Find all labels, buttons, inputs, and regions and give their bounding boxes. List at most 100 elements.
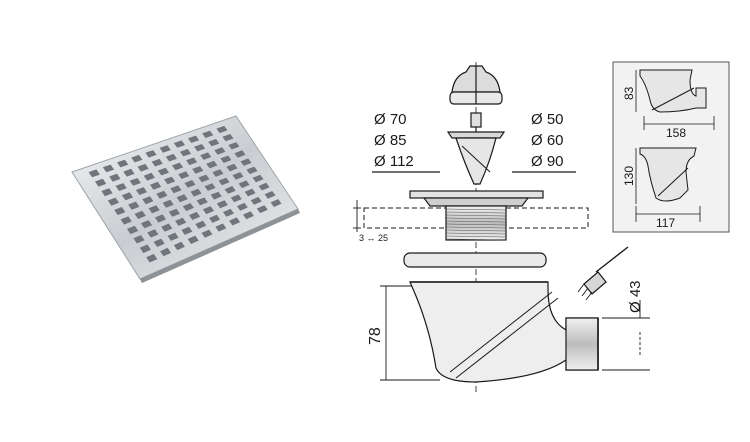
grate-hole [145,150,157,158]
grate-hole [196,197,208,206]
grate-hole [165,153,177,162]
drain-flange [409,190,544,241]
grate-hole [190,188,202,197]
grate-hole [230,194,242,203]
floor-dimension [353,200,361,232]
drain-section [353,62,650,392]
grate-hole [222,134,234,142]
grate-hole [173,241,185,251]
grate-hole [137,163,149,172]
right-diameter-3: Ø 90 [531,153,564,170]
grate-hole [240,158,252,166]
grate-hole [139,244,151,253]
grate-hole [212,169,224,177]
grate-hole [167,232,179,241]
thread-line [445,217,507,220]
grate-hole [134,210,146,219]
grate-hole [182,203,194,212]
right-diameter-2: Ø 60 [531,132,564,149]
grate-hole [228,142,240,150]
grate-hole [204,183,216,191]
grate-hole [176,194,188,203]
outlet-diameter-label: Ø 43 [627,280,644,313]
grate-hole [218,177,230,186]
height-dimension [380,285,440,381]
grate-hole [121,192,134,201]
thread-line [445,235,507,238]
grate-hole [189,211,201,220]
grate-hole [170,185,182,194]
grate-hole [115,183,127,191]
thread-line [445,214,507,217]
grate-hole [220,155,232,163]
trap-body [409,281,599,383]
bell-trap [446,112,506,185]
grate-hole [146,253,158,263]
grate-hole [216,125,228,134]
grate-hole [188,135,200,143]
grate-hole [258,182,270,191]
grate-hole [232,172,244,180]
grate-hole [270,199,282,207]
grate-hole [202,130,214,138]
grate-hole [131,154,143,163]
left-diameters: Ø 70 Ø 85 Ø 112 [374,111,414,170]
grate-hole [159,145,171,153]
grate-hole [181,226,193,235]
grate-hole [107,197,119,206]
grate-hole [229,217,241,226]
grate-hole [109,173,121,182]
body-height-label: 78 [367,327,384,345]
inset-bottom-body [635,147,701,222]
thread-line [445,238,507,241]
grate-hole [200,152,212,160]
grate-holes [88,125,282,263]
grate-hole [123,168,135,177]
grate-hole [148,205,160,214]
grate-hole [102,164,115,173]
grate-hole [224,186,236,194]
inset-top-width: 158 [666,126,686,140]
thread-line [445,208,507,211]
grate-hole [151,158,163,167]
floor-tiles [363,207,589,229]
grate-hole [208,139,220,147]
grate-hole [195,220,207,229]
grate-hole [127,225,139,235]
brush-tool [577,246,629,301]
right-diameter-1: Ø 50 [531,111,564,128]
grate-hole [154,214,166,223]
grate-hole [114,207,126,216]
grate-hole [175,217,187,226]
grate-hole [187,235,199,244]
grate-hole [252,174,264,183]
grate-hole [140,220,153,229]
thread-line [445,223,507,226]
grate-hole [150,181,162,190]
grate-hole [201,229,213,238]
thread-line [445,220,507,223]
grate-hole [168,208,180,217]
grate-hole [161,223,173,232]
grate-hole [216,200,228,209]
outlet-dimension [602,300,650,371]
grate-hole [156,190,168,199]
grate-hole [184,180,196,188]
grate-hole [198,174,210,183]
sealing-ring [403,252,547,268]
grate-hole [264,191,276,199]
grate-hole [128,201,140,210]
right-diameters: Ø 50 Ø 60 Ø 90 [531,111,564,170]
thread-line [445,211,507,214]
grate-hole [135,187,148,195]
grate-hole [215,223,227,232]
inset-top-height: 83 [622,86,636,100]
thread-line [445,232,507,235]
grate-hole [172,162,184,171]
grate-hole [236,202,248,211]
grate-hole [178,171,190,179]
grate-hole [101,188,113,197]
grate-hole [194,144,206,152]
